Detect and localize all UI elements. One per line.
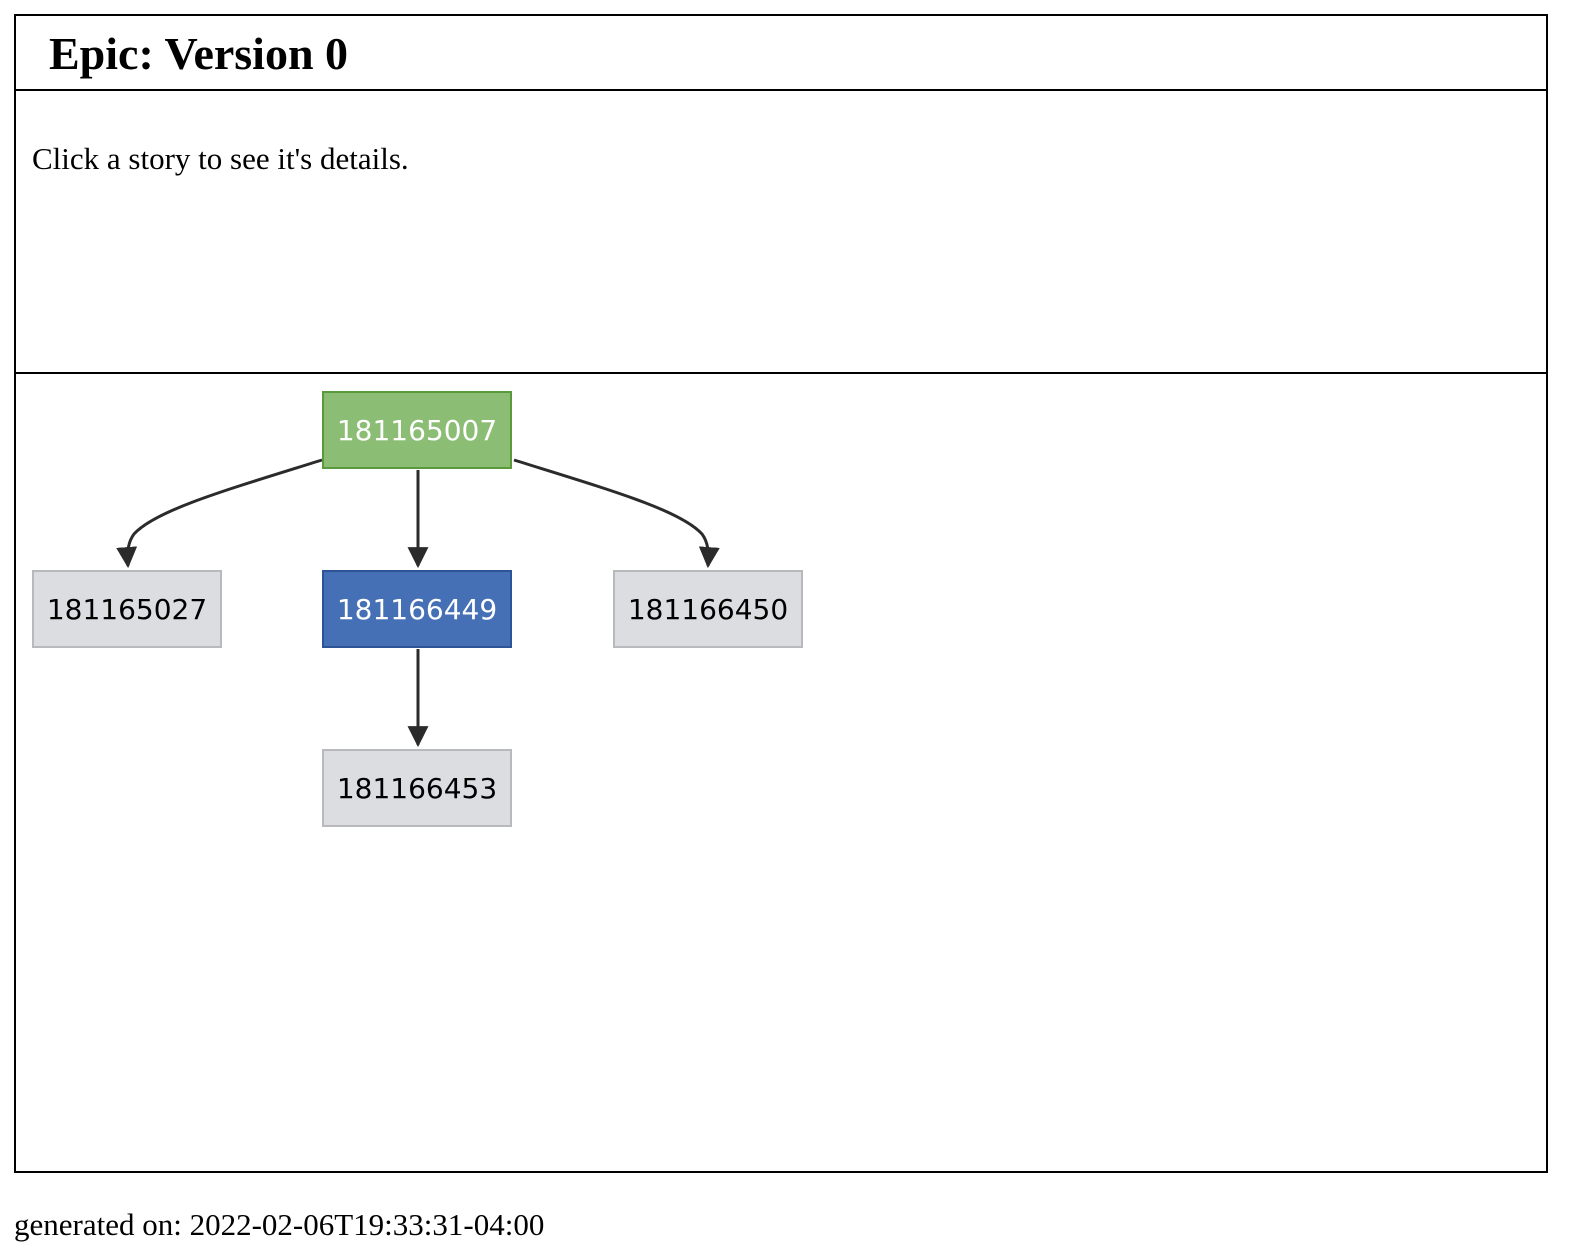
details-hint: Click a story to see it's details.	[32, 141, 409, 176]
edge-181165007-181166450	[513, 458, 720, 569]
edge-181165007-181165027	[116, 458, 323, 569]
epic-frame: Epic: Version 0 Click a story to see it'…	[14, 14, 1548, 1173]
story-node-181165007[interactable]: 181165007	[322, 391, 512, 469]
story-details-panel: Click a story to see it's details.	[16, 91, 1546, 374]
story-node-181166453[interactable]: 181166453	[322, 749, 512, 827]
story-graph: 181165007 181165027 181166449 181166450 …	[16, 374, 1546, 1173]
title-bar: Epic: Version 0	[16, 16, 1546, 91]
page-title: Epic: Version 0	[49, 28, 349, 79]
graph-edges	[116, 458, 720, 748]
story-node-181165027[interactable]: 181165027	[32, 570, 222, 648]
story-node-181166450[interactable]: 181166450	[613, 570, 803, 648]
story-node-181166449[interactable]: 181166449	[322, 570, 512, 648]
generated-timestamp: generated on: 2022-02-06T19:33:31-04:00	[14, 1207, 545, 1242]
